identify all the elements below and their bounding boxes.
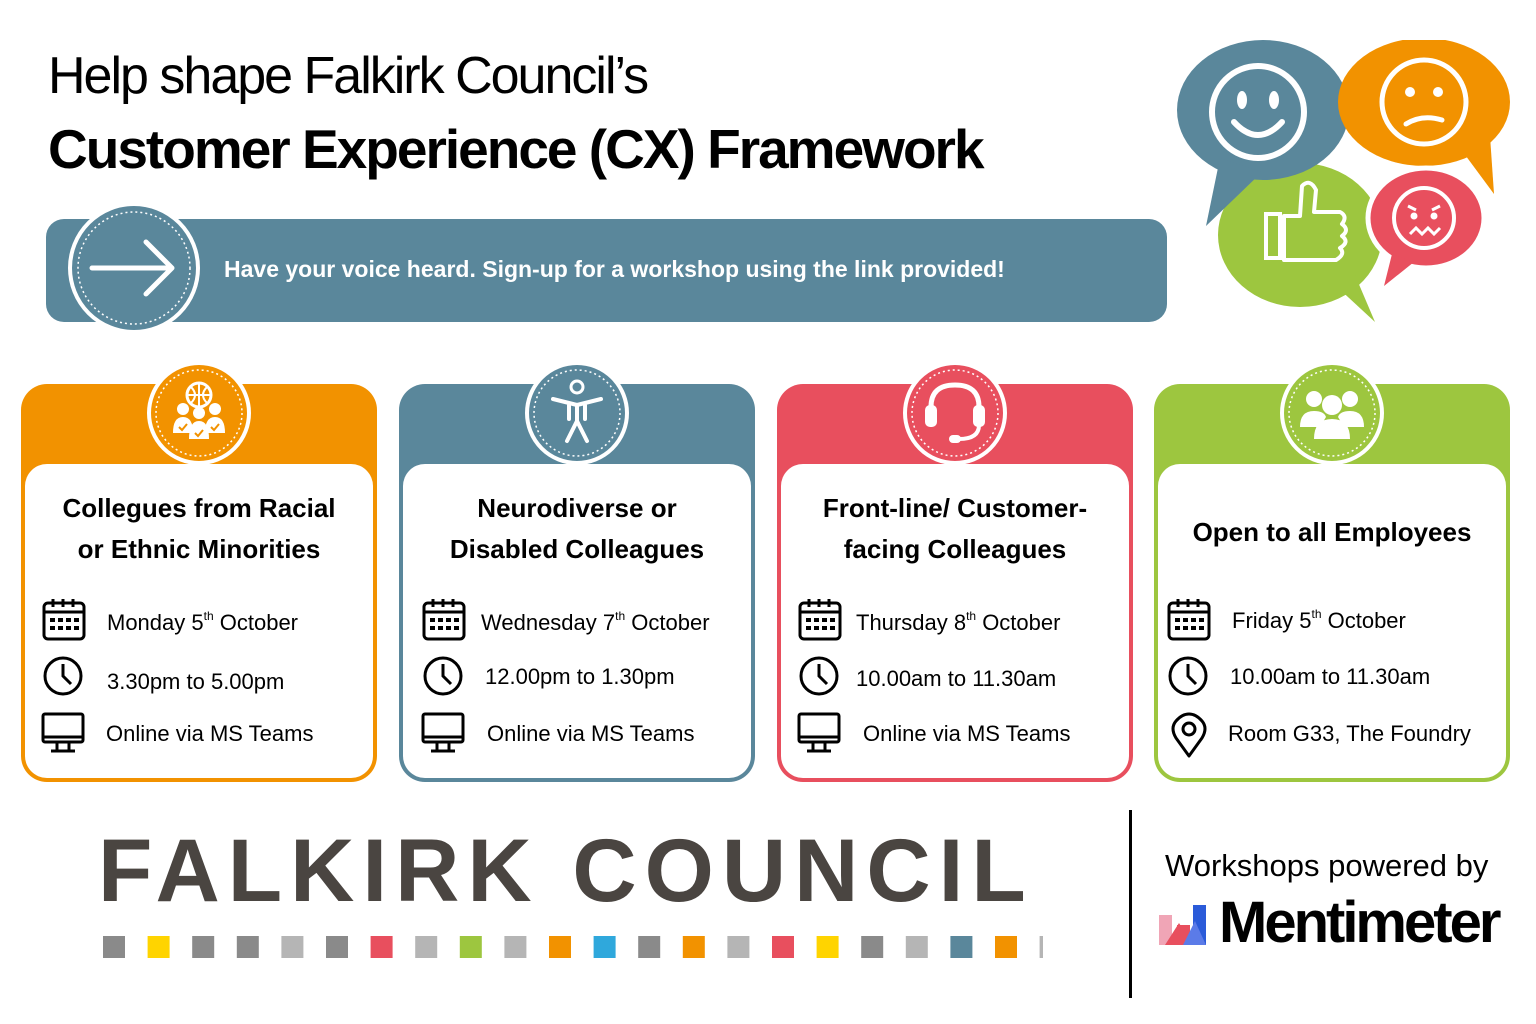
color-square	[727, 936, 750, 958]
workshop-location: Room G33, The Foundry	[1228, 721, 1471, 746]
color-square	[905, 936, 928, 958]
title-line-1: Help shape Falkirk Council’s	[48, 47, 649, 105]
workshop-date: Friday 5th October	[1232, 607, 1406, 633]
workshop-time: 10.00am to 11.30am	[856, 666, 1057, 691]
workshop-time: 12.00pm to 1.30pm	[485, 664, 675, 689]
smiley-bubble-icon	[1177, 40, 1349, 226]
color-square	[236, 936, 259, 958]
workshop-time: 10.00am to 11.30am	[1230, 664, 1431, 689]
card-body	[403, 464, 751, 778]
people-group-icon	[1280, 361, 1384, 465]
signup-banner	[46, 219, 1167, 322]
color-square	[950, 936, 973, 958]
diverse-group-globe-icon	[147, 361, 251, 465]
color-square	[1039, 936, 1043, 958]
calendar-icon	[1167, 599, 1211, 641]
color-square	[103, 936, 125, 958]
color-square	[549, 936, 571, 958]
clock-icon	[799, 656, 839, 696]
color-square	[370, 936, 393, 958]
feedback-speech-bubbles-icon	[1177, 40, 1510, 322]
monitor-icon	[41, 712, 85, 753]
color-square	[147, 936, 170, 958]
color-square	[682, 936, 705, 958]
workshop-card-frontline: Front-line/ Customer-facing Colleagues T…	[777, 361, 1133, 782]
clock-icon	[43, 656, 83, 696]
headset-icon	[903, 361, 1007, 465]
powered-by-text: Workshops powered by	[1165, 848, 1489, 883]
color-square	[772, 936, 794, 958]
mentimeter-wordmark: Mentimeter	[1219, 890, 1501, 955]
banner-text: Have your voice heard. Sign-up for a wor…	[224, 256, 1005, 282]
map-pin-icon	[1171, 712, 1207, 758]
clock-icon	[423, 656, 463, 696]
accessibility-person-icon	[525, 361, 629, 465]
footer-divider	[1129, 810, 1132, 998]
workshop-date: Wednesday 7th October	[481, 609, 710, 635]
falkirk-council-logo: FALKIRK COUNCIL	[98, 820, 1034, 920]
calendar-icon	[798, 599, 842, 641]
calendar-icon	[42, 599, 86, 641]
workshop-location: Online via MS Teams	[487, 721, 695, 746]
workshop-date: Thursday 8th October	[856, 609, 1061, 635]
card-title: Front-line/ Customer-facing Colleagues	[822, 493, 1088, 564]
workshop-date: Monday 5th October	[107, 609, 299, 635]
color-square	[415, 936, 438, 958]
mentimeter-logo-icon	[1159, 905, 1206, 945]
workshop-card-all-employees: Open to all Employees Friday 5th October…	[1154, 361, 1510, 782]
arrow-right-icon	[68, 202, 200, 334]
color-square	[326, 936, 348, 958]
monitor-icon	[421, 712, 465, 753]
workshop-time: 3.30pm to 5.00pm	[107, 669, 285, 694]
workshop-location: Online via MS Teams	[863, 721, 1071, 746]
color-square	[281, 936, 304, 958]
thumbs-up-bubble-icon	[1218, 163, 1382, 322]
monitor-icon	[797, 712, 841, 753]
clock-icon	[1168, 656, 1208, 696]
color-square	[459, 936, 482, 958]
confused-face-bubble-icon	[1338, 40, 1510, 194]
calendar-icon	[422, 599, 466, 641]
logo-color-squares	[103, 936, 1043, 958]
color-square	[504, 936, 527, 958]
title-line-2: Customer Experience (CX) Framework	[48, 118, 985, 180]
color-square	[816, 936, 839, 958]
card-title: Open to all Employees	[1192, 517, 1472, 547]
worried-face-bubble-icon	[1365, 165, 1487, 286]
color-square	[593, 936, 616, 958]
color-square	[192, 936, 215, 958]
color-square	[995, 936, 1017, 958]
card-body	[1158, 464, 1506, 778]
color-square	[861, 936, 884, 958]
color-square	[638, 936, 661, 958]
workshop-location: Online via MS Teams	[106, 721, 314, 746]
